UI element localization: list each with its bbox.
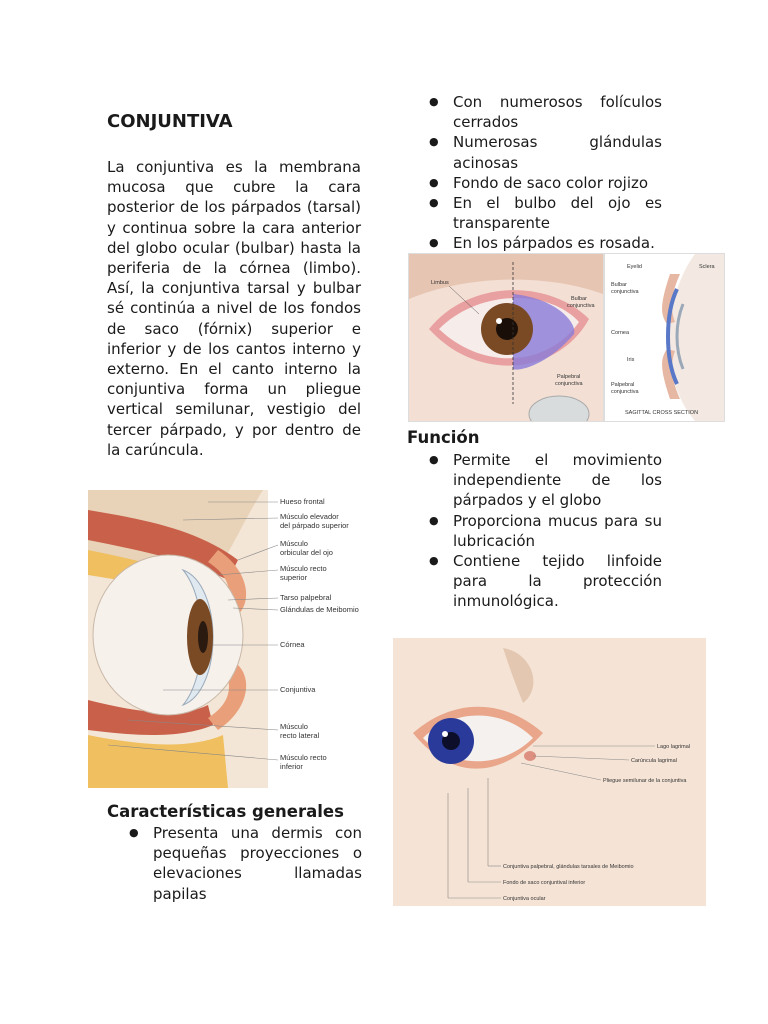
- list-item: En el bulbo del ojo es transparente: [407, 193, 662, 233]
- label-hueso-frontal: Hueso frontal: [280, 497, 325, 506]
- properties-list: Con numerosos folículos cerrados Numeros…: [407, 92, 662, 254]
- label-limbus: Limbus: [431, 280, 449, 286]
- intro-paragraph: La conjuntiva es la membrana mucosa que …: [107, 158, 361, 459]
- label-sclera: Sclera: [699, 264, 716, 270]
- label-cornea-x: Cornea: [611, 330, 630, 336]
- label-orbicular-ojo: orbicular del ojo: [280, 548, 333, 557]
- list-item: Permite el movimiento independiente de l…: [407, 450, 662, 511]
- list-item: Numerosas glándulas acinosas: [407, 132, 662, 172]
- funcion-heading: Función: [407, 428, 480, 447]
- label-pliegue: Pliegue semilunar de la conjuntiva: [603, 778, 687, 784]
- label-eyelid: Eyelid: [627, 264, 642, 270]
- label-recto-inferior-1: Músculo recto: [280, 753, 327, 762]
- label-sagittal-cross: SAGITTAL CROSS SECTION: [625, 410, 698, 416]
- label-palpebral-conj: conjunctiva: [555, 381, 583, 387]
- page-title: CONJUNTIVA: [107, 111, 233, 132]
- label-bulbar: Bulbar: [571, 296, 587, 302]
- label-palpebral-conj-x: conjunctiva: [611, 389, 639, 395]
- label-recto-inferior-2: inferior: [280, 762, 303, 771]
- label-bulbar-x: Bulbar: [611, 282, 627, 288]
- list-item: Contiene tejido linfoide para la protecc…: [407, 551, 662, 612]
- label-cornea: Córnea: [280, 640, 305, 649]
- label-meibomio: Glándulas de Meibomio: [280, 605, 359, 614]
- label-tarso: Tarso palpebral: [280, 593, 332, 602]
- list-item: Presenta una dermis con pequeñas proyecc…: [107, 823, 362, 904]
- label-parpado-superior: del párpado superior: [280, 521, 349, 530]
- label-recto-superior-2: superior: [280, 573, 308, 582]
- sagittal-eye-figure: Hueso frontal Músculo elevador del párpa…: [88, 490, 378, 788]
- cross-section-figure: Eyelid Sclera Bulbar conjunctiva Cornea …: [604, 253, 725, 422]
- lateral-eye-figure: Lago lagrimal Carúncula lagrimal Pliegue…: [393, 638, 706, 906]
- front-eye-figure: Limbus Bulbar conjunctiva Palpebral conj…: [408, 253, 604, 433]
- list-item: Con numerosos folículos cerrados: [407, 92, 662, 132]
- caracteristicas-list: Presenta una dermis con pequeñas proyecc…: [107, 823, 362, 904]
- funcion-list: Permite el movimiento independiente de l…: [407, 450, 662, 612]
- label-recto-lateral-1: Músculo: [280, 722, 308, 731]
- list-item: Proporciona mucus para su lubricación: [407, 511, 662, 551]
- label-recto-superior-1: Músculo recto: [280, 564, 327, 573]
- label-bulbar-conj-x: conjunctiva: [611, 289, 639, 295]
- list-item: Fondo de saco color rojizo: [407, 173, 662, 193]
- list-item: En los párpados es rosada.: [407, 233, 662, 253]
- label-lago-lagrimal: Lago lagrimal: [657, 744, 690, 750]
- caracteristicas-heading: Características generales: [107, 802, 344, 821]
- label-musculo-orbicular-1: Músculo: [280, 539, 308, 548]
- label-conjuntiva: Conjuntiva: [280, 685, 316, 694]
- label-musculo-elevador: Músculo elevador: [280, 512, 339, 521]
- label-iris-x: Iris: [627, 357, 635, 363]
- label-recto-lateral-2: recto lateral: [280, 731, 320, 740]
- label-conj-palpebral: Conjuntiva palpebral, glándulas tarsales…: [503, 864, 634, 870]
- label-palpebral-x: Palpebral: [611, 382, 634, 388]
- label-fondo-saco: Fondo de saco conjuntival inferior: [503, 880, 585, 886]
- label-palpebral: Palpebral: [557, 374, 580, 380]
- label-conj-ocular: Conjuntiva ocular: [503, 896, 546, 902]
- label-bulbar-conj: conjunctiva: [567, 303, 595, 309]
- label-caruncula: Carúncula lagrimal: [631, 758, 677, 764]
